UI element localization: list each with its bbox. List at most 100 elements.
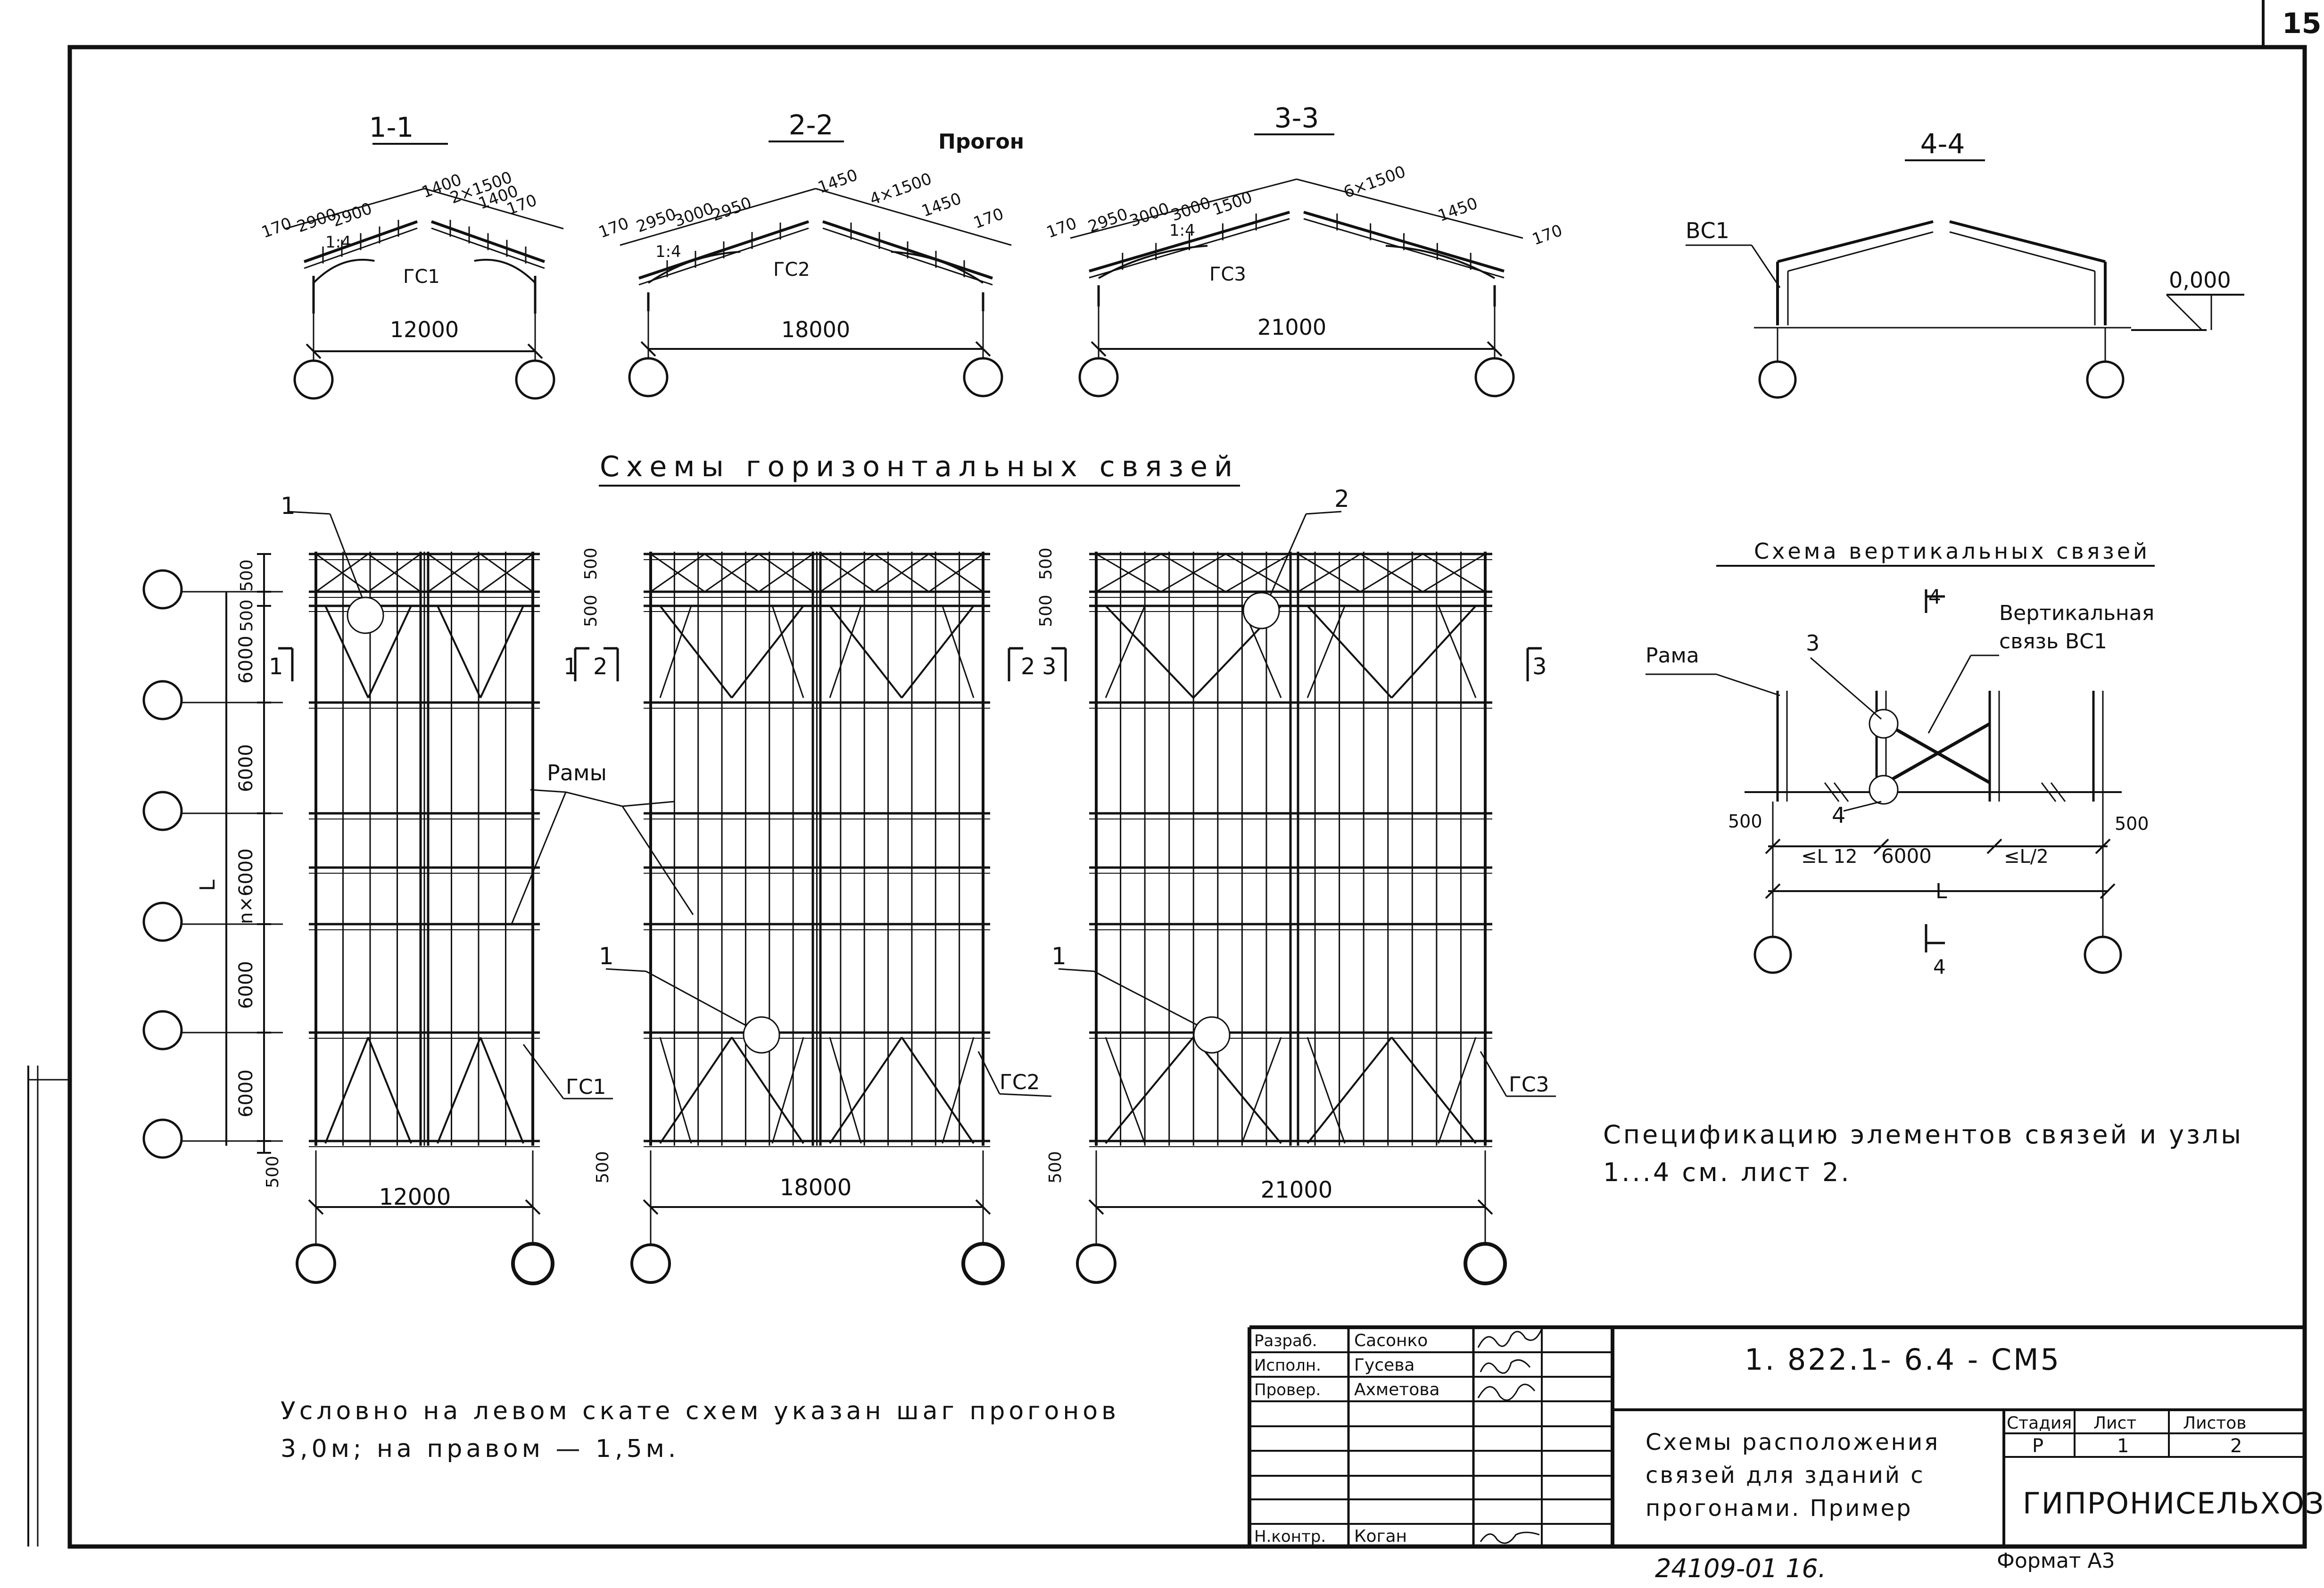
section-span-1: 12000 <box>390 317 459 342</box>
diag-top-bay <box>820 553 875 593</box>
leader-1-top-arm <box>329 513 366 606</box>
dim-chain-right <box>424 188 564 230</box>
node-4-circle <box>1869 775 1899 805</box>
diag-brace <box>1192 1036 1282 1144</box>
leader-4 <box>1843 801 1882 812</box>
diag-top-bay <box>315 553 369 593</box>
dim-n6000: n×6000 <box>235 848 257 924</box>
frame-haunch-left <box>647 251 741 284</box>
v-dim-lhalf-left: ≤L 12 <box>1801 846 1857 868</box>
dim-6000-c: 6000 <box>235 961 257 1009</box>
dim-label: 1450 <box>919 189 964 221</box>
node-3-label: 3 <box>1806 630 1820 656</box>
diag-brace <box>659 605 733 699</box>
purlin-note-line-2: 3,0м; на правом — 1,5м. <box>281 1435 679 1463</box>
callout-1-top: 1 <box>281 492 296 520</box>
row-axes <box>142 511 1556 1159</box>
tb-sheet: 1 <box>2117 1435 2129 1457</box>
section-span-3: 21000 <box>1257 314 1326 340</box>
bracing-plans <box>142 511 1556 1285</box>
diag-brace <box>1307 1036 1393 1144</box>
tb-sheets: 2 <box>2230 1435 2242 1457</box>
v-dim-L: L <box>1935 879 1947 903</box>
axis-bubble <box>293 359 334 400</box>
axis-bubble <box>1474 357 1515 397</box>
diag-top-bay <box>480 553 533 593</box>
tb-role-3: Провер. <box>1254 1381 1321 1399</box>
diag-brace-secondary <box>942 605 975 698</box>
format-label: Формат А3 <box>1997 1549 2115 1573</box>
axis-bubble <box>1758 360 1797 399</box>
dim-label: 170 <box>1530 221 1565 249</box>
diag-brace <box>731 605 804 699</box>
section <box>620 188 1012 397</box>
tb-name-3: Ахметова <box>1354 1380 1440 1399</box>
leader-gs2-arm <box>977 1051 1001 1094</box>
diag-brace <box>829 1036 903 1144</box>
sheet-number: 15 <box>2282 7 2322 40</box>
leader-gs1-arm <box>522 1044 564 1099</box>
diag-brace <box>1105 605 1194 699</box>
diag-top-bay <box>874 553 929 593</box>
dim-label: 1450 <box>815 165 860 197</box>
diag-top-bay <box>1298 553 1361 593</box>
bracing-plan <box>630 552 1005 1285</box>
frame-haunch-left <box>313 258 375 284</box>
dim-label: 2950 <box>709 193 754 225</box>
diag-brace <box>901 605 975 699</box>
plan-span-18000: 18000 <box>780 1174 852 1201</box>
v-dim-500-right: 500 <box>2115 813 2149 834</box>
dim-tick <box>1873 838 1889 854</box>
tb-stage-label: Стадия <box>2007 1414 2072 1433</box>
node-3-circle <box>1869 709 1899 739</box>
plan-span-12000: 12000 <box>379 1184 451 1210</box>
dim-label: 6×1500 <box>1341 162 1408 202</box>
dim-label: 170 <box>259 214 294 242</box>
diag-brace-secondary <box>829 1037 862 1144</box>
tb-stage: Р <box>2032 1435 2043 1457</box>
purlin-label: Прогон <box>938 130 1024 154</box>
rama-label: Рама <box>1646 644 1699 668</box>
diag-brace <box>1390 1036 1477 1144</box>
v-dim-500-left: 500 <box>1728 811 1762 832</box>
slope-2: 1:4 <box>655 242 681 261</box>
break <box>2050 782 2066 802</box>
tb-sheet-label: Лист <box>2093 1414 2136 1433</box>
cut-mark-3-left: 3 <box>1042 653 1057 680</box>
archive-number: 24109-01 16. <box>1655 1554 1826 1583</box>
diag-brace <box>367 605 412 698</box>
brace-label-vs1: ВС1 <box>1686 218 1729 243</box>
diag-brace-secondary <box>1438 1037 1477 1144</box>
dim-label: 1500 <box>1210 188 1255 219</box>
section-title-1: 1-1 <box>369 111 414 143</box>
diag-brace <box>659 1036 733 1144</box>
section-views <box>285 178 2244 400</box>
dim-label: 2900 <box>330 199 374 231</box>
dim-tick <box>1088 1199 1104 1215</box>
diag-top-bay <box>1096 553 1162 593</box>
axis-bubble <box>515 359 555 400</box>
tb-role-4: Н.контр. <box>1254 1527 1326 1546</box>
axis-bubble <box>1078 357 1119 397</box>
frames-label: Рамы <box>547 760 607 786</box>
leader-rama-1 <box>511 792 567 925</box>
diag-brace-secondary <box>1307 605 1346 698</box>
plan-gs3: ГС3 <box>1509 1073 1549 1097</box>
frame-haunch-right <box>474 258 536 284</box>
dim-500-b: 500 <box>237 599 256 632</box>
dim-label: 3000 <box>1127 199 1172 231</box>
plan-span-21000: 21000 <box>1261 1177 1333 1203</box>
section <box>285 188 564 400</box>
diag-top-bay <box>1360 553 1423 593</box>
leader-2-arm <box>1263 513 1307 611</box>
axis-bubble <box>1753 935 1792 974</box>
diag-brace <box>480 605 524 698</box>
dim-chain-right <box>815 188 1012 246</box>
leader-vs-arm <box>1927 655 1972 734</box>
node-4-label: 4 <box>1832 802 1845 828</box>
purlin-note-line-1: Условно на левом скате схем указан шаг п… <box>281 1397 1120 1425</box>
v-brace-b <box>1885 722 1991 785</box>
diag-brace-secondary <box>829 605 862 698</box>
section-title-2: 2-2 <box>789 109 834 141</box>
break <box>2041 782 2057 802</box>
